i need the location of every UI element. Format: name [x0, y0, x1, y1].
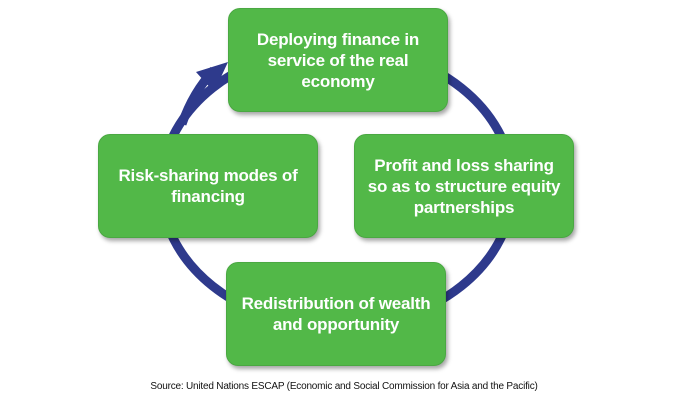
cycle-node-left-label: Risk-sharing modes of financing [118, 166, 298, 206]
cycle-node-bottom: Redistribution of wealth and opportunity [226, 262, 446, 366]
cycle-node-top: Deploying finance in service of the real… [228, 8, 448, 112]
cycle-node-left: Risk-sharing modes of financing [98, 134, 318, 238]
source-note: Source: United Nations ESCAP (Economic a… [150, 381, 538, 392]
cycle-node-right: Profit and loss sharing so as to structu… [354, 134, 574, 238]
cycle-node-bottom-label: Redistribution of wealth and opportunity [241, 294, 431, 334]
cycle-node-right-label: Profit and loss sharing so as to structu… [367, 155, 561, 217]
cycle-node-top-label: Deploying finance in service of the real… [256, 29, 420, 91]
cycle-arrowhead-icon [196, 62, 228, 92]
